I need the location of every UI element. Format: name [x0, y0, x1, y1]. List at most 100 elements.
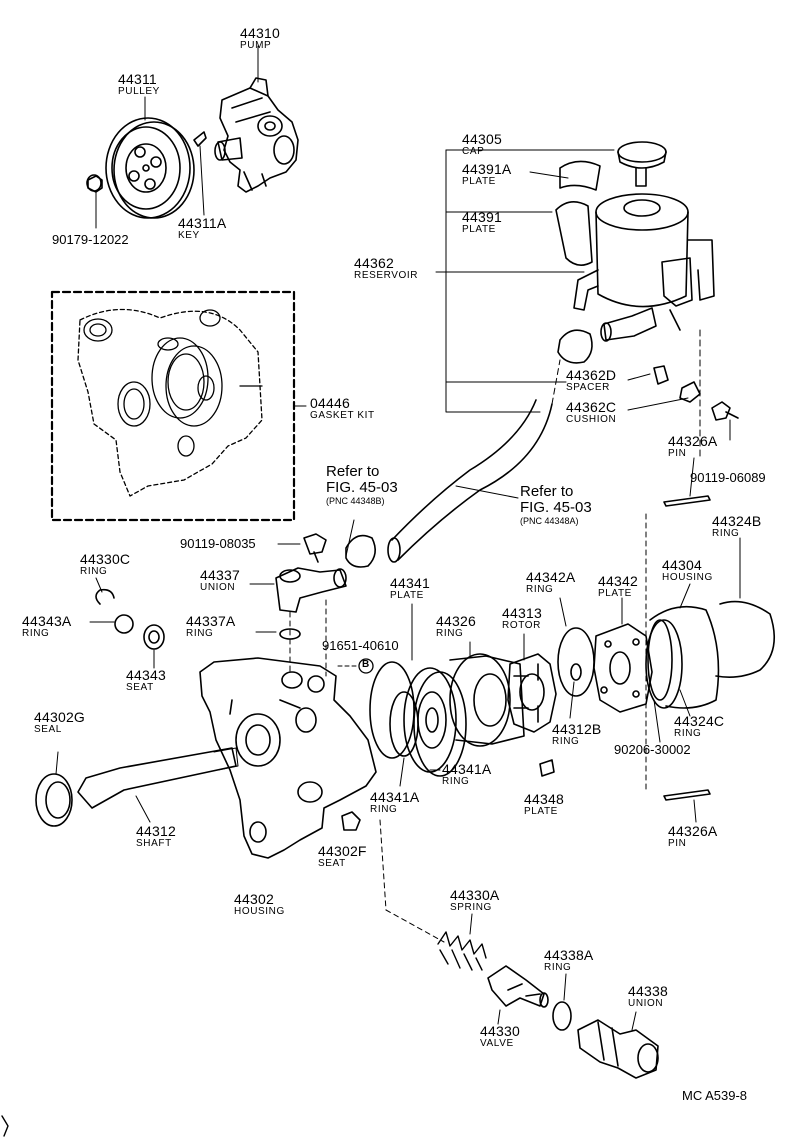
part-name: RING	[370, 804, 398, 815]
label-44310: 44310 PUMP	[240, 26, 280, 51]
label-44343A: 44343A RING	[22, 614, 71, 639]
ring-44342A-drawing	[557, 627, 595, 697]
label-44326A-bottom: 44326A PIN	[668, 824, 717, 849]
refer-figure: FIG. 45-03	[520, 498, 592, 516]
part-number: 44343A	[22, 613, 72, 629]
part-number: 44338A	[544, 947, 594, 963]
part-name: KEY	[178, 230, 200, 241]
part-name: PIN	[668, 838, 687, 849]
label-44326: 44326 RING	[436, 614, 476, 639]
label-44330A: 44330A SPRING	[450, 888, 499, 913]
part-number: 44304	[662, 557, 702, 573]
label-44362D: 44362D SPACER	[566, 368, 616, 393]
label-44342: 44342 PLATE	[598, 574, 638, 599]
part-name: RING	[442, 776, 470, 787]
part-number: 44313	[502, 605, 542, 621]
part-number: 44330	[480, 1023, 520, 1039]
label-44330: 44330 VALVE	[480, 1024, 520, 1049]
part-number: 44362C	[566, 399, 617, 415]
part-number: 44302	[234, 891, 274, 907]
label-44304: 44304 HOUSING	[662, 558, 713, 583]
refer-line: Refer to	[326, 463, 380, 480]
ring-44324C-drawing	[647, 619, 673, 701]
part-number: 44341A	[442, 761, 492, 777]
part-name: RING	[544, 962, 572, 973]
ring-44341A-inner-drawing	[389, 691, 419, 757]
part-name: RING	[526, 584, 554, 595]
part-name: PLATE	[598, 588, 632, 599]
part-number: 44362	[354, 255, 394, 271]
label-91651-40610: 91651-40610	[322, 638, 399, 653]
label-44341: 44341 PLATE	[390, 576, 430, 601]
seal-drawing	[35, 773, 73, 827]
part-number: 44362D	[566, 367, 617, 383]
label-44338A: 44338A RING	[544, 948, 593, 973]
label-44305: 44305 CAP	[462, 132, 502, 157]
plate-band-drawing	[555, 201, 593, 266]
label-44302F: 44302F SEAT	[318, 844, 367, 869]
part-name: RING	[22, 628, 50, 639]
part-name: SHAFT	[136, 838, 172, 849]
part-number: 44341A	[370, 789, 420, 805]
part-number: 44326A	[668, 433, 718, 449]
ring-44338A-drawing	[552, 1001, 572, 1031]
label-44311A: 44311A KEY	[178, 216, 226, 241]
part-number: 04446	[310, 395, 350, 411]
housing-44304-drawing	[645, 605, 720, 709]
part-number: 44326A	[668, 823, 718, 839]
union-44338-drawing	[577, 1019, 659, 1079]
pin-top-drawing	[663, 495, 711, 507]
cap-drawing	[617, 141, 667, 187]
bracket-lines	[435, 149, 689, 413]
pump-drawing	[214, 77, 299, 193]
label-44348: 44348 PLATE	[524, 792, 564, 817]
part-number: 44310	[240, 25, 280, 41]
label-44312B: 44312B RING	[552, 722, 601, 747]
part-name: RING	[712, 528, 740, 539]
part-name: CAP	[462, 146, 485, 157]
part-number: 44343	[126, 667, 166, 683]
part-name: RING	[674, 728, 702, 739]
label-44341A-right: 44341A RING	[442, 762, 491, 787]
part-name: RING	[80, 566, 108, 577]
ring-44330C-drawing	[95, 588, 115, 605]
part-name: PLATE	[462, 224, 496, 235]
part-number: 44302G	[34, 709, 86, 725]
part-number: 44330A	[450, 887, 500, 903]
label-90119-08035: 90119-08035	[180, 536, 256, 551]
part-name: UNION	[200, 582, 236, 593]
refer-pnc: (PNC 44348B)	[326, 495, 385, 506]
housing-drawing	[199, 657, 377, 859]
part-name: PULLEY	[118, 86, 160, 97]
label-44338: 44338 UNION	[628, 984, 668, 1009]
label-44362C: 44362C CUSHION	[566, 400, 616, 425]
label-44312: 44312 SHAFT	[136, 824, 176, 849]
part-name: SEAT	[126, 682, 154, 693]
part-name: SPACER	[566, 382, 610, 393]
ring-44326-drawing	[449, 653, 525, 747]
label-44341A-left: 44341A RING	[370, 790, 419, 815]
part-name: GASKET KIT	[310, 410, 375, 421]
hose-clamp-drawing	[345, 534, 376, 568]
pulley-drawing	[105, 117, 195, 219]
part-number: 44337	[200, 567, 240, 583]
part-number: 44302F	[318, 843, 367, 859]
clamp-top-drawing	[557, 329, 593, 364]
bolt-left-drawing	[303, 533, 327, 563]
plate-44348-drawing	[539, 759, 555, 777]
plate-44342-drawing	[593, 623, 653, 713]
part-number: 44326	[436, 613, 476, 629]
label-44337A: 44337A RING	[186, 614, 235, 639]
ring-44343A-drawing	[114, 614, 134, 634]
gasket-kit-box	[50, 290, 296, 522]
part-name: RING	[436, 628, 464, 639]
key-drawing	[193, 131, 207, 147]
part-name: HOUSING	[662, 572, 713, 583]
nut-drawing	[86, 174, 103, 229]
footer-code: MC A539-8	[682, 1088, 748, 1103]
part-name: CUSHION	[566, 414, 617, 425]
part-number: 44324C	[674, 713, 725, 729]
part-name: ROTOR	[502, 620, 541, 631]
seat-44343-drawing	[143, 624, 165, 650]
